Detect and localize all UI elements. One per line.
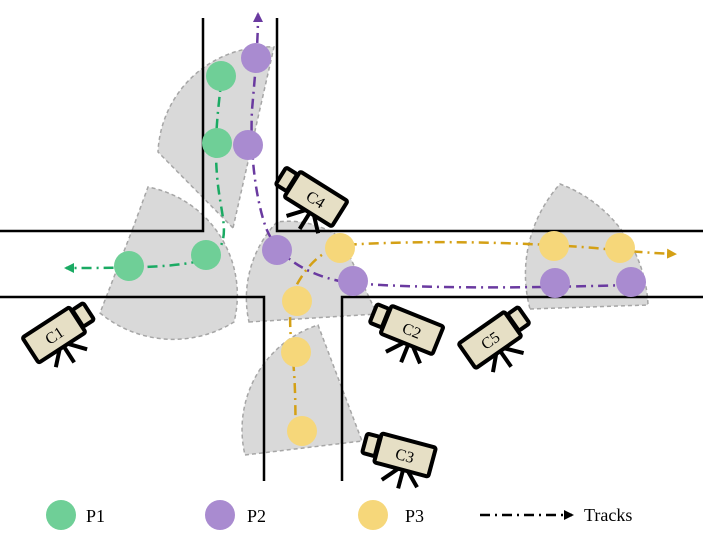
road-edge-top-left xyxy=(0,18,205,233)
legend-tracks-label: Tracks xyxy=(584,505,632,525)
p1-detection xyxy=(206,61,236,91)
camera-c3-icon: C3 xyxy=(360,431,438,489)
legend-p2-swatch xyxy=(205,500,235,530)
p2-detection xyxy=(540,268,570,298)
camera-c2-icon: C2 xyxy=(368,302,445,365)
track-p2 xyxy=(250,12,631,289)
camera-c4-icon: C4 xyxy=(274,166,349,234)
track-p1 xyxy=(64,74,226,273)
p2-detection xyxy=(262,235,292,265)
camera-c3-label: C3 xyxy=(393,446,415,467)
road-edge-bottom-left xyxy=(0,295,266,481)
p3-detection xyxy=(325,233,355,263)
p3-detection xyxy=(282,286,312,316)
camera-c1-icon: C1 xyxy=(21,301,96,368)
legend-p1-label: P1 xyxy=(86,506,105,526)
legend-p3-swatch xyxy=(358,500,388,530)
p2-detection xyxy=(616,267,646,297)
legend-p3-label: P3 xyxy=(405,506,424,526)
legend: P1 P2 P3 Tracks xyxy=(46,500,632,530)
p1-detection xyxy=(191,240,221,270)
road-edge-bottom-right xyxy=(340,295,703,481)
camera-c2-label: C2 xyxy=(400,320,424,343)
track-p3 xyxy=(288,240,677,438)
p1-detection xyxy=(114,251,144,281)
p3-detection xyxy=(281,337,311,367)
person-detections xyxy=(114,43,646,446)
p1-detection xyxy=(202,128,232,158)
legend-p2-label: P2 xyxy=(247,506,266,526)
p2-detection xyxy=(241,43,271,73)
p2-detection xyxy=(233,130,263,160)
camera-c5-icon: C5 xyxy=(457,305,531,373)
legend-p1-swatch xyxy=(46,500,76,530)
p3-detection xyxy=(605,233,635,263)
cameras: C4 C1 C2 C3 C5 xyxy=(21,166,531,489)
fov-c3 xyxy=(241,324,364,456)
p3-detection xyxy=(287,416,317,446)
p3-detection xyxy=(539,231,569,261)
p2-detection xyxy=(338,266,368,296)
tracks xyxy=(64,12,677,438)
road-edge-top-right xyxy=(275,18,703,233)
road-edges xyxy=(0,18,703,481)
